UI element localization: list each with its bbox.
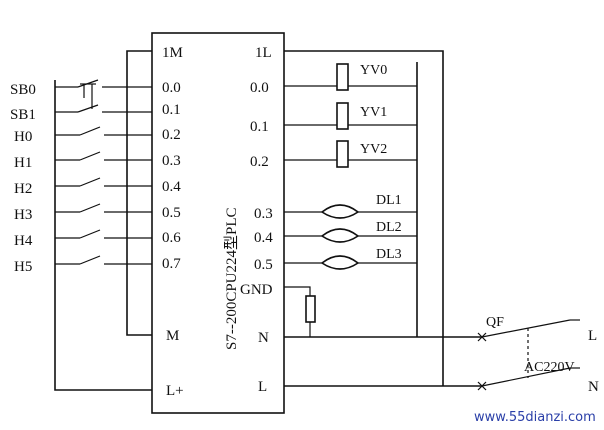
input-label-h5: H5 xyxy=(14,259,32,275)
terminal-i0-6: 0.6 xyxy=(162,230,181,246)
terminal-1l: 1L xyxy=(255,45,272,61)
lplus-wire xyxy=(54,80,152,391)
lamp-label-dl1: DL1 xyxy=(376,193,402,208)
terminal-m: M xyxy=(166,328,179,344)
terminal-q0-1: 0.1 xyxy=(250,119,269,135)
terminal-gnd: GND xyxy=(240,282,273,298)
plc-model-label: S7--200CPU224型PLC xyxy=(223,207,240,350)
input-label-h4: H4 xyxy=(14,233,33,249)
terminal-q0-3: 0.3 xyxy=(254,206,273,222)
terminal-i0-2: 0.2 xyxy=(162,127,181,143)
terminal-l: L xyxy=(258,379,267,395)
terminal-i0-0: 0.0 xyxy=(162,80,181,96)
terminal-1m: 1M xyxy=(162,45,183,61)
terminal-i0-5: 0.5 xyxy=(162,205,181,221)
terminal-i0-7: 0.7 xyxy=(162,256,181,272)
input-label-h2: H2 xyxy=(14,181,32,197)
input-label-h3: H3 xyxy=(14,207,32,223)
valve-label-yv1: YV1 xyxy=(360,105,387,120)
terminal-i0-3: 0.3 xyxy=(162,153,181,169)
input-common-wire xyxy=(126,50,152,336)
terminal-i0-4: 0.4 xyxy=(162,179,181,195)
lamp-label-dl3: DL3 xyxy=(376,247,402,262)
supply-voltage-label: AC220V xyxy=(524,360,575,375)
breaker-label: QF xyxy=(486,315,504,330)
input-label-sb1: SB1 xyxy=(10,107,36,123)
terminal-lplus: L+ xyxy=(166,383,184,399)
lamp-label-dl2: DL2 xyxy=(376,220,402,235)
valve-coils xyxy=(284,63,417,168)
indicator-lamps xyxy=(284,204,417,270)
terminal-q0-2: 0.2 xyxy=(250,154,269,170)
input-label-sb0: SB0 xyxy=(10,82,36,98)
watermark-text: www.55dianzi.com xyxy=(474,410,596,425)
terminal-q0-0: 0.0 xyxy=(250,80,269,96)
valve-label-yv2: YV2 xyxy=(360,142,387,157)
valve-label-yv0: YV0 xyxy=(360,63,387,78)
output-common-wire xyxy=(284,50,444,386)
input-switches xyxy=(55,79,152,265)
gnd-resistor xyxy=(284,286,316,337)
terminal-q0-4: 0.4 xyxy=(254,230,273,246)
terminal-q0-5: 0.5 xyxy=(254,257,273,273)
supply-line-label: L xyxy=(588,328,597,344)
input-label-h1: H1 xyxy=(14,155,32,171)
terminal-n: N xyxy=(258,330,269,346)
breaker-qf xyxy=(477,319,580,391)
terminal-i0-1: 0.1 xyxy=(162,102,181,118)
plc-body xyxy=(151,32,285,414)
input-label-h0: H0 xyxy=(14,129,32,145)
supply-neutral-label: N xyxy=(588,379,599,395)
